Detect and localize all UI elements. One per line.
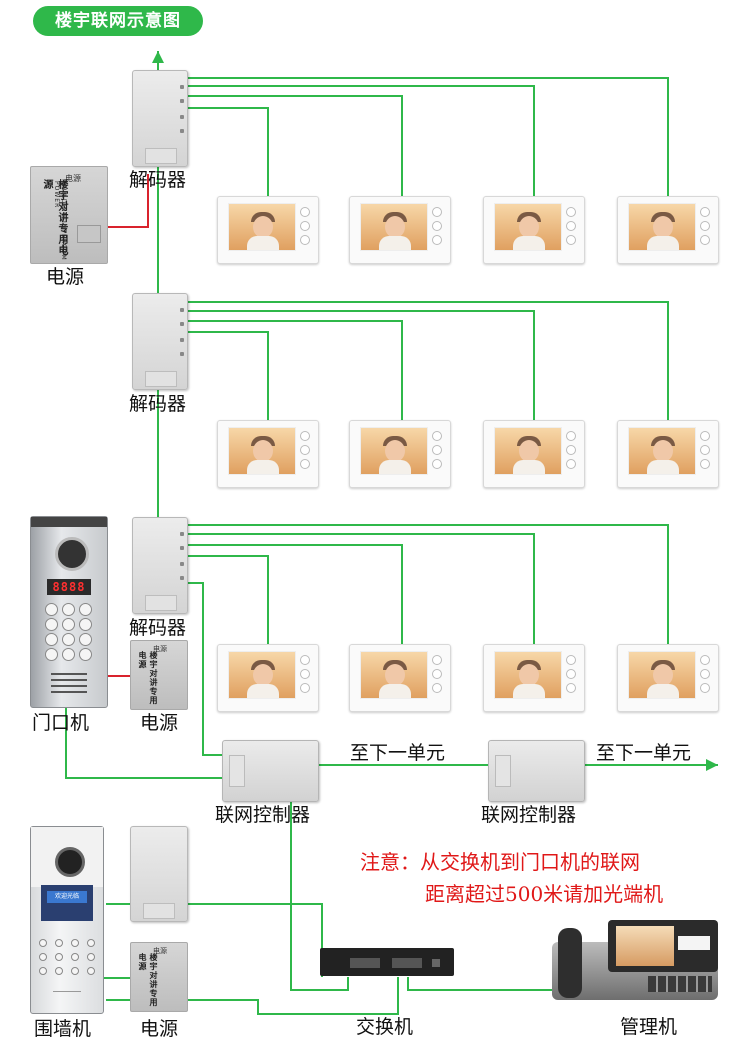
indoor-monitor	[617, 644, 719, 712]
handset-icon	[558, 928, 582, 998]
indoor-monitor	[349, 196, 451, 264]
psu-vertical-text: 楼宇对讲专用电源	[138, 651, 158, 705]
power-wall-label: 电源	[140, 1018, 179, 1040]
power-supply-main: 电源 楼宇对讲专用电源 BUILDING INTERCOM POWER	[30, 166, 108, 264]
wall-unit: 欢迎光临	[30, 826, 104, 1014]
camera-icon	[55, 847, 85, 877]
decoder-1-label: 解码器	[129, 169, 187, 191]
network-controller-2-label: 联网控制器	[481, 804, 577, 826]
management-unit	[552, 918, 718, 1000]
indoor-monitor	[349, 420, 451, 488]
network-controller-1	[222, 740, 319, 802]
indoor-monitor	[217, 644, 319, 712]
network-switch	[320, 948, 454, 976]
switch-label: 交换机	[356, 1016, 414, 1038]
to-next-unit-1: 至下一单元	[350, 742, 446, 764]
decoder-2-label: 解码器	[129, 393, 187, 415]
decoder-4	[130, 826, 188, 922]
decoder-3	[132, 517, 188, 614]
network-controller-1-label: 联网控制器	[215, 804, 311, 826]
decoder-3-label: 解码器	[129, 617, 187, 639]
psu-vertical-text-en: BUILDING INTERCOM POWER	[53, 181, 67, 261]
indoor-monitor	[217, 196, 319, 264]
to-next-unit-2: 至下一单元	[596, 742, 692, 764]
decoder-2	[132, 293, 188, 390]
psu-vertical-text: 楼宇对讲专用电源	[138, 953, 158, 1007]
power-door-label: 电源	[140, 712, 179, 734]
power-main-label: 电源	[46, 266, 85, 288]
psu-brand: 电源	[153, 645, 167, 653]
psu-brand: 电源	[65, 174, 81, 183]
indoor-monitor	[483, 644, 585, 712]
door-unit-label: 门口机	[32, 712, 90, 734]
management-label: 管理机	[620, 1016, 678, 1038]
note-line-2: 距离超过500米请加光端机	[425, 882, 664, 906]
power-supply-wall: 电源 楼宇对讲专用电源	[130, 942, 188, 1012]
note-line-1: 注意：从交换机到门口机的联网	[360, 850, 640, 874]
door-unit: 8888	[30, 516, 108, 708]
psu-brand: 电源	[153, 947, 167, 955]
indoor-monitor	[617, 420, 719, 488]
diagram-title: 楼宇联网示意图	[33, 6, 203, 36]
wall-unit-screen: 欢迎光临	[47, 891, 87, 903]
indoor-monitor	[483, 196, 585, 264]
indoor-monitor	[217, 420, 319, 488]
decoder-1	[132, 70, 188, 167]
wall-unit-label: 围墙机	[34, 1018, 92, 1040]
door-unit-display: 8888	[47, 579, 91, 595]
network-controller-2	[488, 740, 585, 802]
psu-vertical-text: 楼宇对讲专用电源	[41, 179, 67, 256]
indoor-monitor	[483, 420, 585, 488]
camera-icon	[55, 537, 89, 571]
indoor-monitor	[617, 196, 719, 264]
power-supply-door: 电源 楼宇对讲专用电源	[130, 640, 188, 710]
indoor-monitor	[349, 644, 451, 712]
